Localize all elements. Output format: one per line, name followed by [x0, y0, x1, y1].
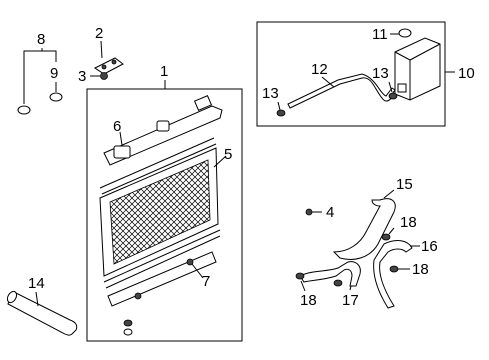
drain-plug	[123, 319, 133, 336]
callout-16: 16	[421, 238, 438, 255]
clamp-13b	[388, 92, 398, 100]
clamp-18a	[381, 233, 391, 241]
hose-15	[332, 198, 396, 260]
callout-14: 14	[28, 275, 45, 292]
hose-14	[6, 290, 78, 336]
upper-tank	[103, 95, 223, 166]
cap-8	[17, 105, 31, 115]
lower-tank	[107, 251, 217, 307]
clamp-18d	[333, 279, 343, 287]
reservoir-cap	[398, 28, 412, 38]
clip-4	[305, 208, 313, 216]
callout-15: 15	[396, 176, 413, 193]
clamp-18b	[389, 265, 399, 273]
callout-9: 9	[50, 65, 58, 82]
callout-4: 4	[326, 204, 334, 221]
bracket-2	[94, 57, 124, 75]
callout-18a: 18	[400, 214, 417, 231]
clamp-13a	[276, 109, 286, 117]
callout-10: 10	[458, 65, 475, 82]
callout-11: 11	[372, 26, 388, 43]
seal-9	[49, 92, 63, 102]
callout-12: 12	[311, 61, 328, 78]
callout-13b: 13	[372, 65, 389, 82]
callout-3: 3	[78, 68, 86, 85]
clamp-18c	[295, 272, 305, 280]
radiator-core	[99, 137, 221, 289]
hose-16	[373, 240, 413, 309]
callout-2: 2	[95, 25, 103, 42]
reservoir-tank	[394, 37, 441, 101]
callout-6: 6	[113, 118, 121, 135]
callout-18c: 18	[300, 292, 317, 309]
callout-5: 5	[224, 146, 232, 163]
bolt-3	[100, 72, 108, 80]
callout-17: 17	[342, 292, 359, 309]
callout-7: 7	[202, 273, 210, 290]
callout-18b: 18	[412, 261, 429, 278]
reservoir-frame	[256, 21, 446, 127]
callout-13a: 13	[262, 85, 279, 102]
hose-17	[299, 261, 361, 287]
callout-8: 8	[37, 31, 45, 48]
callout-1: 1	[160, 63, 168, 80]
